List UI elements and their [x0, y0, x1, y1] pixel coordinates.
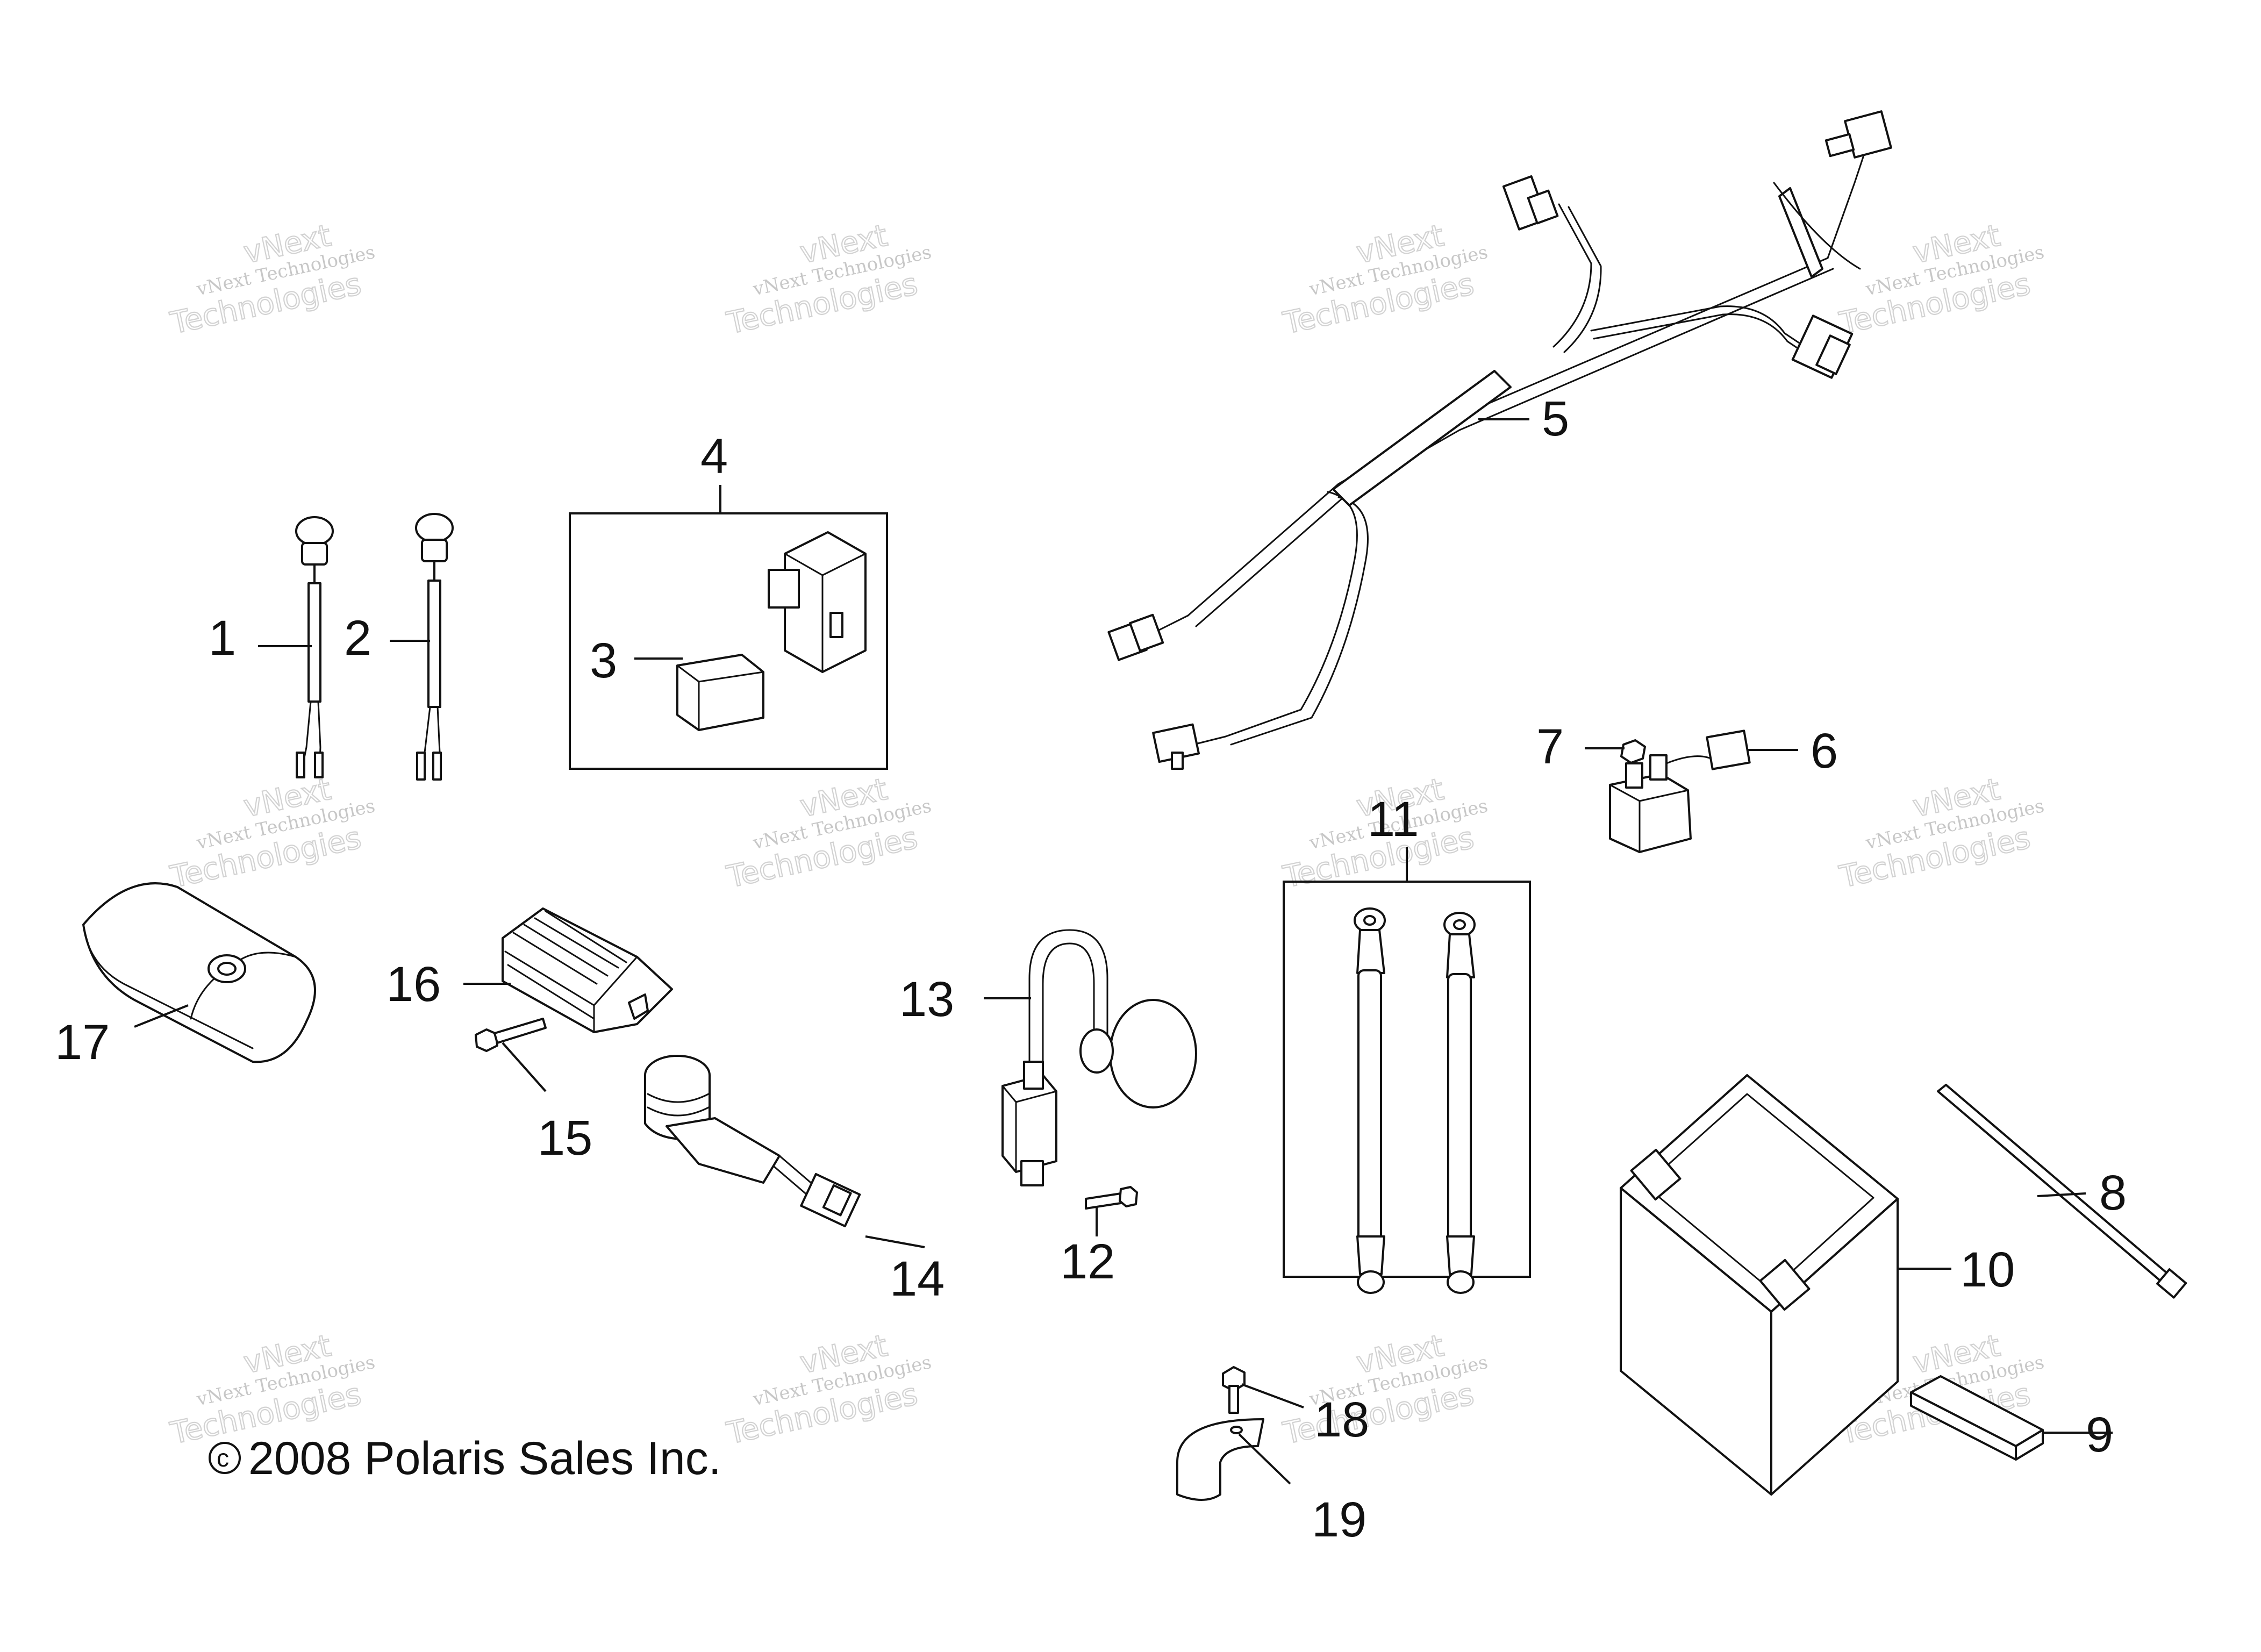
callout-19: 19 [1312, 1492, 1366, 1547]
callout-8: 8 [2099, 1165, 2127, 1220]
leader-lines [134, 418, 2113, 1485]
part-8-cable-tie [1937, 1084, 2187, 1299]
callout-16: 16 [386, 957, 441, 1012]
part-16-regulator [502, 907, 673, 1033]
callout-14: 14 [890, 1251, 945, 1306]
watermark: vNext vNext Technologies Technologies [723, 218, 933, 342]
watermark: vNext vNext Technologies Technologies [167, 218, 377, 342]
copyright-symbol [209, 1442, 241, 1474]
watermark: vNext vNext Technologies Technologies [723, 771, 933, 896]
watermark: vNext vNext Technologies Technologies [1836, 218, 2046, 342]
part-6-solenoid [1609, 730, 1751, 853]
callout-15: 15 [538, 1111, 592, 1165]
watermark: vNext vNext Technologies Technologies [167, 1328, 377, 1452]
callout-10: 10 [1960, 1242, 2015, 1297]
part-19-clamp [1176, 1418, 1264, 1501]
part-18-bolt [1222, 1366, 1246, 1414]
callout-labels: 1 2 3 4 5 6 7 8 9 10 11 12 13 14 15 16 1… [55, 391, 2127, 1547]
part-1-switch-lead [295, 516, 334, 778]
callout-7: 7 [1536, 719, 1564, 774]
part-9-pad [1910, 1375, 2044, 1461]
part-10-battery [1620, 1074, 1899, 1496]
part-2-switch-lead [415, 513, 454, 781]
watermark: vNext vNext Technologies Technologies [723, 1328, 933, 1452]
part-12-bolt [1085, 1186, 1138, 1210]
callout-17: 17 [55, 1015, 110, 1070]
part-4-module [768, 531, 867, 673]
part-11-kit-box [1283, 881, 1531, 1278]
copyright-text: 2008 Polaris Sales Inc. [248, 1433, 721, 1484]
callout-9: 9 [2086, 1407, 2113, 1462]
callout-13: 13 [899, 972, 954, 1027]
watermark: vNext vNext Technologies Technologies [1279, 218, 1490, 342]
callout-18: 18 [1314, 1392, 1369, 1447]
part-14-ignition-switch [644, 1055, 861, 1227]
part-7-nut [1620, 739, 1646, 764]
callout-1: 1 [209, 611, 236, 666]
watermark: vNext vNext Technologies Technologies [1279, 1328, 1490, 1452]
part-4-kit-box [569, 512, 888, 770]
callout-11: 11 [1368, 792, 1419, 847]
copyright-symbol-letter: c [217, 1444, 229, 1472]
part-13-coil [1001, 929, 1197, 1186]
part-11-cable-right [1443, 912, 1476, 1294]
watermark: vNext vNext Technologies Technologies [1836, 771, 2046, 896]
part-5-wire-harness [1107, 110, 1892, 770]
part-17-case [82, 882, 316, 1063]
callout-4: 4 [700, 429, 728, 484]
part-11-cable-left [1354, 907, 1386, 1294]
callout-5: 5 [1542, 391, 1569, 446]
copyright-notice: c 2008 Polaris Sales Inc. [209, 1433, 721, 1484]
callout-2: 2 [344, 611, 371, 666]
part-15-bolt [475, 1018, 547, 1052]
watermark: vNext vNext Technologies Technologies [167, 771, 377, 896]
callout-3: 3 [590, 633, 617, 688]
callout-12: 12 [1060, 1234, 1115, 1289]
part-3-relay [676, 654, 764, 731]
callout-6: 6 [1811, 724, 1838, 778]
